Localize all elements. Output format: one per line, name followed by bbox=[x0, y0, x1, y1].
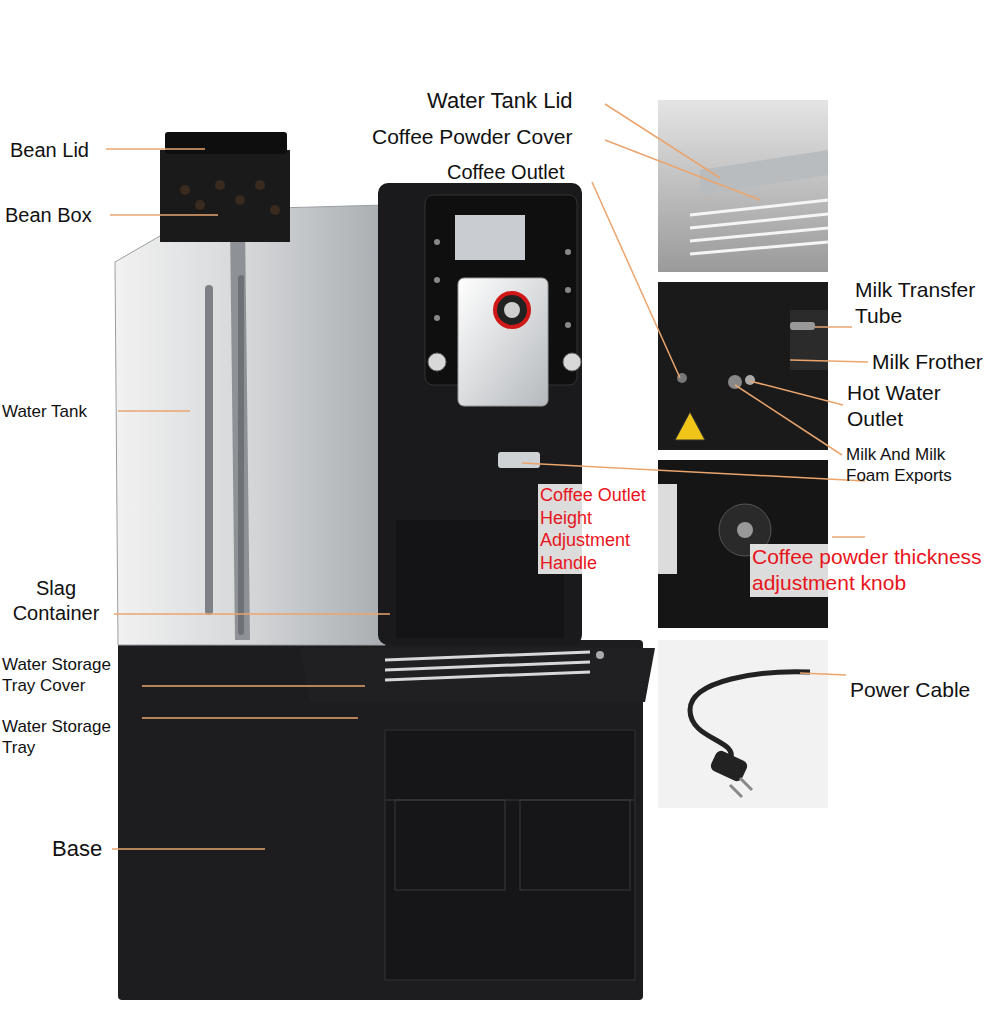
part-label: Milk Frother bbox=[872, 349, 983, 375]
part-label: Base bbox=[52, 835, 102, 863]
front-panel bbox=[378, 183, 582, 645]
tank-window bbox=[205, 285, 213, 615]
power-cable-shape bbox=[690, 672, 810, 760]
bean-lid-shape bbox=[165, 132, 287, 154]
base-drawer bbox=[385, 730, 635, 980]
part-label: Power Cable bbox=[850, 677, 970, 703]
part-label: Coffee Outlet bbox=[447, 160, 564, 185]
body-groove bbox=[230, 222, 250, 640]
drawer-handle bbox=[395, 800, 505, 890]
body-shape bbox=[115, 205, 385, 645]
callout-label: Coffee powder thickness adjustment knob bbox=[750, 544, 994, 597]
button bbox=[428, 353, 446, 371]
display-screen bbox=[455, 215, 525, 260]
bean-box-shape bbox=[160, 150, 290, 242]
button bbox=[563, 353, 581, 371]
inset-photo bbox=[658, 640, 828, 808]
tank-window bbox=[238, 275, 244, 635]
part-label: Bean Lid bbox=[10, 138, 89, 163]
drawer-line bbox=[385, 800, 635, 801]
leader-lines bbox=[106, 104, 868, 849]
part-label: Water Storage Tray bbox=[2, 716, 142, 759]
drawer-handle bbox=[520, 800, 630, 890]
part-label: Water Tank Lid bbox=[427, 87, 573, 115]
drip-tray bbox=[300, 648, 655, 702]
part-label: Water Storage Tray Cover bbox=[2, 654, 142, 697]
part-label: Water Tank bbox=[2, 401, 87, 422]
inset-photo bbox=[658, 282, 828, 450]
inset-photo bbox=[658, 100, 828, 272]
outlet-block bbox=[458, 278, 548, 406]
red-ring-knob bbox=[495, 293, 529, 327]
part-label: Milk Transfer Tube bbox=[855, 277, 995, 330]
part-label: Coffee Powder Cover bbox=[372, 124, 572, 150]
part-label: Slag Container bbox=[2, 576, 110, 626]
part-label: Hot Water Outlet bbox=[847, 380, 977, 433]
callout-label: Coffee Outlet Height Adjustment Handle bbox=[538, 484, 677, 574]
part-label: Bean Box bbox=[5, 203, 92, 228]
coffee-spout bbox=[498, 452, 540, 468]
warning-icon bbox=[675, 412, 705, 440]
part-label: Milk And Milk Foam Exports bbox=[846, 444, 971, 487]
